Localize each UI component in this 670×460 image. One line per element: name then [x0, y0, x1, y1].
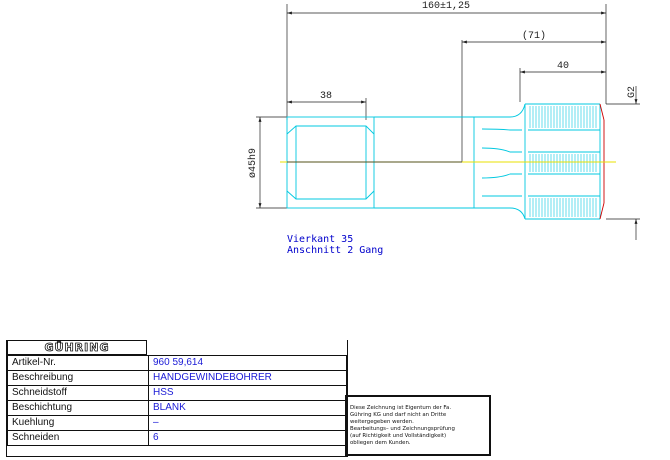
disclaimer-line: Bearbeitungs– und Zeichnungsprüfung: [350, 426, 455, 432]
row-label: Kuehlung: [7, 415, 149, 431]
disclaimer-line: obliegen dem Kunden.: [350, 440, 411, 446]
disclaimer-line: Diese Zeichnung ist Eigentum der Fa.: [350, 405, 452, 411]
disclaimer-box: Diese Zeichnung ist Eigentum der Fa. Güh…: [345, 395, 491, 456]
row-label: Schneidstoff: [7, 385, 149, 401]
dim-square-length: 38: [320, 91, 332, 102]
dim-thread-length: (71): [522, 30, 546, 42]
logo-cell: GÜHRING: [7, 340, 147, 355]
dimension-lines: [258, 11, 638, 240]
dim-overall-length: 160±1,25: [422, 1, 470, 12]
disclaimer-line: (auf Richtigkeit und Vollständigkeit): [350, 433, 447, 439]
row-label: Schneiden: [7, 430, 149, 446]
table-row: Artikel-Nr. 960 59,614: [7, 355, 347, 371]
dim-cutting-length: 40: [557, 61, 569, 72]
extension-lines: [256, 4, 640, 220]
row-value: –: [148, 415, 347, 431]
row-value: 6: [148, 430, 347, 446]
dim-shank-diameter: ø45h9: [247, 148, 259, 178]
row-label: Beschichtung: [7, 400, 149, 416]
disclaimer-line: weitergegeben werden.: [350, 419, 414, 425]
technical-drawing: 160±1,25 (71) 40 38 ø45h9 G2: [247, 1, 640, 256]
table-row: Schneidstoff HSS: [7, 385, 347, 401]
row-label: Artikel-Nr.: [7, 355, 149, 371]
table-row: Beschichtung BLANK: [7, 400, 347, 416]
row-value: HANDGEWINDEBOHRER: [148, 370, 347, 386]
row-label: Beschreibung: [7, 370, 149, 386]
company-logo: GÜHRING: [44, 341, 110, 355]
disclaimer-line: Gühring KG und darf nicht an Dritte: [350, 412, 447, 418]
table-row: Beschreibung HANDGEWINDEBOHRER: [7, 370, 347, 386]
table-row: Kuehlung –: [7, 415, 347, 431]
row-value: 960 59,614: [148, 355, 347, 371]
row-value: BLANK: [148, 400, 347, 416]
thread-hatching: [529, 106, 597, 217]
row-value: HSS: [148, 385, 347, 401]
note-chamfer: Anschnitt 2 Gang: [287, 245, 383, 256]
title-block: GÜHRING Artikel-Nr. 960 59,614 Beschreib…: [6, 340, 348, 457]
note-square: Vierkant 35: [287, 234, 353, 245]
spec-table: Artikel-Nr. 960 59,614 Beschreibung HAND…: [7, 355, 347, 446]
dim-thread-spec: G2: [627, 86, 638, 98]
table-row: Schneiden 6: [7, 430, 347, 446]
